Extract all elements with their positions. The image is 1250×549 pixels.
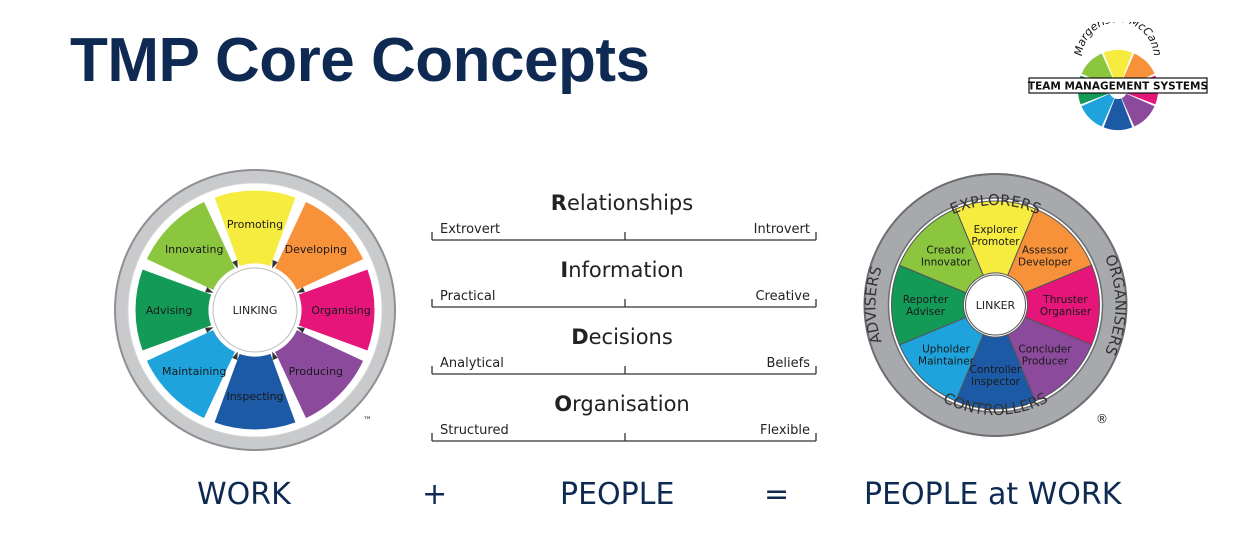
work-segment-label: Promoting xyxy=(227,218,283,231)
logo-wedge xyxy=(1081,93,1115,127)
link-arrow-icon xyxy=(296,327,305,333)
link-arrow-icon xyxy=(232,351,238,360)
work-segment-developing xyxy=(273,200,365,292)
work-segment-advising xyxy=(134,268,213,352)
people-segment-concluder xyxy=(1007,316,1093,402)
link-arrow-icon xyxy=(272,260,278,269)
work-segment-organising xyxy=(297,268,376,352)
work-segment-label: Advising xyxy=(146,304,193,317)
logo-wedge xyxy=(1103,50,1133,83)
link-arrow-icon xyxy=(205,287,214,293)
equation-people: PEOPLE xyxy=(560,477,675,512)
work-segment-label: Producing xyxy=(289,365,343,378)
link-arrow-icon xyxy=(205,327,214,333)
equation-result: PEOPLE at WORK xyxy=(864,477,1122,512)
work-segment-label: Maintaining xyxy=(162,365,226,378)
dimension-title: Information xyxy=(560,258,683,282)
people-segment-creator xyxy=(898,208,984,294)
work-segment-inspecting xyxy=(213,352,297,431)
work-wheel-hub xyxy=(212,267,298,353)
link-arrow-icon xyxy=(232,260,238,269)
people-segment-assessor xyxy=(1007,208,1093,294)
work-segment-producing xyxy=(273,328,365,420)
logo-wedge xyxy=(1103,97,1133,130)
work-segment-label: Developing xyxy=(285,243,347,256)
trademark-symbol: ™ xyxy=(363,416,372,426)
tms-logo: Margerison-McCann TEAM MANAGEMENT SYSTEM… xyxy=(1028,22,1208,130)
work-segment-innovating xyxy=(145,200,237,292)
dimension-right-pole: Creative xyxy=(755,289,810,304)
link-arrow-icon xyxy=(296,287,305,293)
dimension-right-pole: Beliefs xyxy=(767,356,811,371)
logo-wedge xyxy=(1121,93,1155,127)
dimension-left-pole: Practical xyxy=(440,289,496,304)
page-title: TMP Core Concepts xyxy=(70,26,650,95)
dimension-title: Relationships xyxy=(551,191,693,215)
people-segment-upholder xyxy=(898,316,984,402)
dimension-left-pole: Analytical xyxy=(440,356,504,371)
dimension-left-pole: Structured xyxy=(440,423,509,438)
dimension-left-pole: Extrovert xyxy=(440,222,500,237)
people-wheel-hub xyxy=(965,274,1026,336)
work-segment-label: Organising xyxy=(311,304,370,317)
people-wheel-center: LINKER xyxy=(976,299,1016,312)
dimension-title: Organisation xyxy=(554,392,690,416)
dimension-right-pole: Introvert xyxy=(754,222,810,237)
work-segment-label: Innovating xyxy=(165,243,224,256)
work-segment-label: Inspecting xyxy=(226,390,283,403)
equation-plus: + xyxy=(422,477,448,512)
equation-equals: = xyxy=(764,477,790,512)
dimension-title: Decisions xyxy=(571,325,673,349)
equation-work: WORK xyxy=(197,477,291,512)
work-segment-promoting xyxy=(213,189,297,268)
work-wheel-center: LINKING xyxy=(233,304,278,317)
dimension-right-pole: Flexible xyxy=(760,423,810,438)
work-wheel: PromotingDevelopingOrganisingProducingIn… xyxy=(114,169,396,451)
registered-symbol: ® xyxy=(1096,412,1108,426)
logo-band-text: TEAM MANAGEMENT SYSTEMS xyxy=(1028,81,1208,93)
work-segment-maintaining xyxy=(145,328,237,420)
link-arrow-icon xyxy=(272,351,278,360)
